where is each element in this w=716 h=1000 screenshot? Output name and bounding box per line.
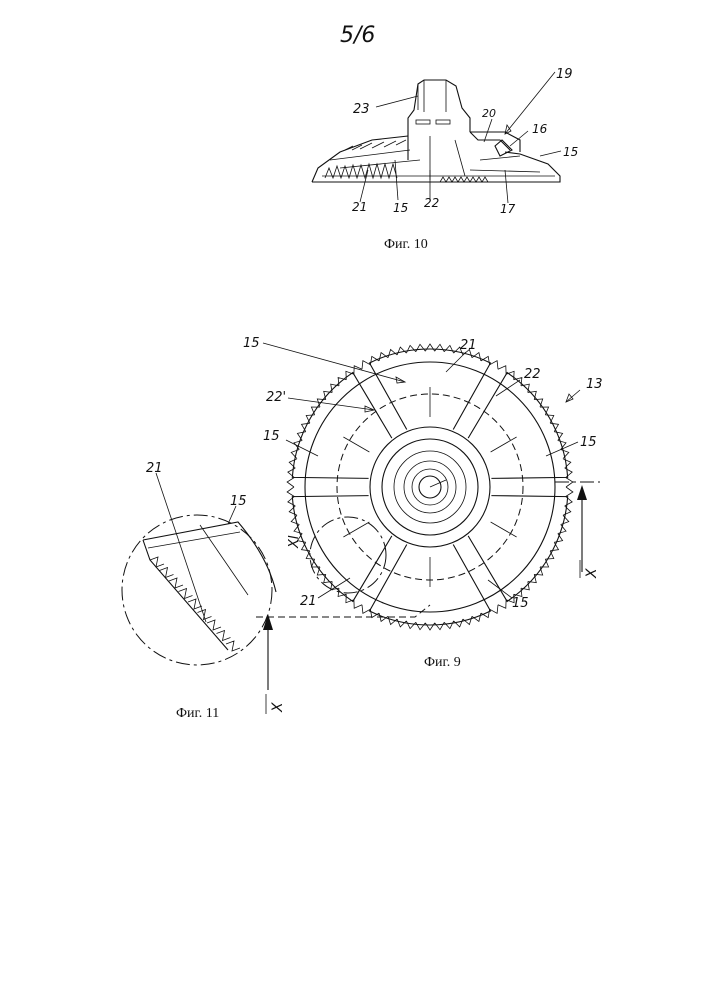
fig9-section-arrowhead-right [577, 485, 587, 500]
fig9-label-22-prime: 22' [266, 390, 286, 405]
fig10-label-19: 19 [556, 67, 573, 82]
fig9-detail-mark: XI [287, 535, 302, 549]
fig11-label-15: 15 [230, 494, 247, 509]
fig9-label-22: 22 [524, 367, 541, 382]
fig11-serrated-edge [150, 557, 240, 651]
fig10-label-22: 22 [424, 196, 439, 210]
page-number: 5/6 [340, 23, 375, 48]
fig9-top-view [287, 344, 573, 630]
fig10-caption: Фиг. 10 [384, 237, 428, 252]
fig9-caption: Фиг. 9 [424, 655, 461, 670]
fig10-label-20: 20 [482, 107, 496, 120]
fig9-label-13: 13 [586, 377, 603, 392]
fig9-label-15-right: 15 [580, 435, 597, 450]
fig9-label-15-top: 15 [243, 336, 260, 351]
fig10-label-15a: 15 [563, 145, 578, 159]
fig11-detail-view [122, 515, 276, 665]
fig10-label-16: 16 [532, 122, 548, 136]
fig9-label-21-bottom: 21 [300, 594, 317, 609]
fig9-section-x-right: X [584, 568, 600, 579]
section-connection-line [256, 605, 430, 617]
fig9-label-21-top: 21 [460, 338, 477, 353]
fig11-label-21: 21 [146, 461, 163, 476]
fig9-label-15-bottom: 15 [512, 596, 529, 611]
fig9-label-15-left: 15 [263, 429, 280, 444]
detail-teeth [150, 557, 240, 651]
fig10-label-17: 17 [500, 202, 516, 216]
fig10-label-23: 23 [353, 102, 370, 117]
fig10-side-view [312, 80, 560, 182]
fig10-label-21: 21 [352, 200, 367, 214]
fig10-label-15b: 15 [393, 201, 408, 215]
fig11-section-x: X [270, 702, 286, 713]
fig11-caption: Фиг. 11 [176, 706, 219, 721]
